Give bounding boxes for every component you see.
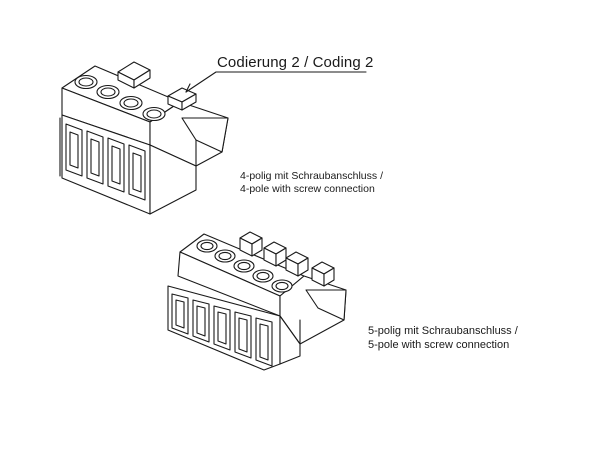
wire-entries-4pole [65, 123, 146, 201]
connector-4pole-label-line1: 4-polig mit Schraubanschluss / [240, 170, 383, 182]
connector-5pole-label-line1: 5-polig mit Schraubanschluss / [368, 325, 518, 337]
screw-holes-5pole [196, 239, 293, 293]
coding-pins-4pole [117, 61, 197, 111]
wire-entries-5pole [171, 293, 273, 367]
connector-4pole-label: 4-polig mit Schraubanschluss / 4-pole wi… [240, 170, 383, 196]
connector-4pole-drawing [59, 61, 229, 215]
connector-5pole-label: 5-polig mit Schraubanschluss / 5-pole wi… [368, 324, 518, 352]
coding-leader-line [185, 71, 367, 93]
connector-5pole-label-line2: 5-pole with screw connection [368, 339, 510, 351]
connector-4pole-label-line2: 4-pole with screw connection [240, 183, 375, 195]
coding-callout-label: Codierung 2 / Coding 2 [217, 54, 374, 71]
screw-holes-4pole [74, 74, 166, 122]
connector-5pole-drawing [167, 231, 347, 371]
coding-pins-5pole [239, 231, 335, 287]
